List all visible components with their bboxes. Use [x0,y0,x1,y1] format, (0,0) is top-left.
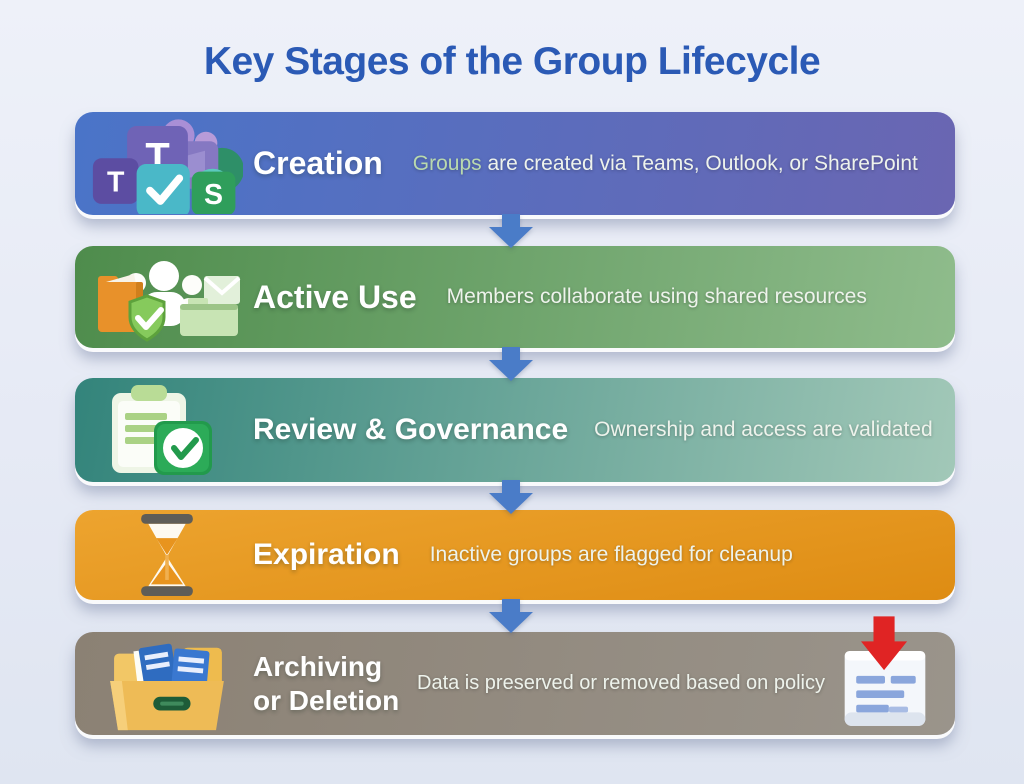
sharepoint-letter: S [204,178,223,210]
stage-band-creation: T T S Creation Groups are created via Te… [75,112,955,215]
microsoft-apps-icon: T T S [87,114,247,214]
stage-description: Members collaborate using shared resourc… [446,285,867,308]
stage-title: Creation [253,145,383,181]
hourglass-icon [87,514,247,596]
down-arrow-icon [489,480,533,514]
desc-highlight: Groups [412,151,482,175]
stage-description: Inactive groups are flagged for cleanup [429,543,793,566]
down-arrow-icon [489,347,533,381]
down-arrow-icon [489,599,533,633]
stage-title: Expiration [253,538,400,571]
stage-title: Review & Governance [253,413,569,446]
teams-small-letter: T [107,166,125,198]
policy-document-icon [837,616,933,737]
clipboard-check-icon [87,383,247,478]
page-title: Key Stages of the Group Lifecycle [203,40,821,83]
stage-title: Active Use [253,278,417,315]
collaboration-icon [87,250,247,345]
desc-rest: are created via Teams, Outlook, or Share… [481,151,918,175]
stage-description: Data is preserved or removed based on po… [417,672,825,694]
down-arrow-icon [489,214,533,248]
stage-band-expiration: Expiration Inactive groups are flagged f… [75,510,955,600]
stage-description: Ownership and access are validated [594,418,933,441]
stage-description: Groups are created via Teams, Outlook, o… [413,152,918,176]
stage-band-review-governance: Review & Governance Ownership and access… [75,378,955,482]
stage-band-active-use: Active Use Members collaborate using sha… [75,246,955,348]
stage-band-archiving-deletion: Archiving or Deletion Data is preserved … [75,616,955,735]
archive-box-icon [87,634,247,734]
stage-title: Archiving or Deletion [253,650,400,716]
